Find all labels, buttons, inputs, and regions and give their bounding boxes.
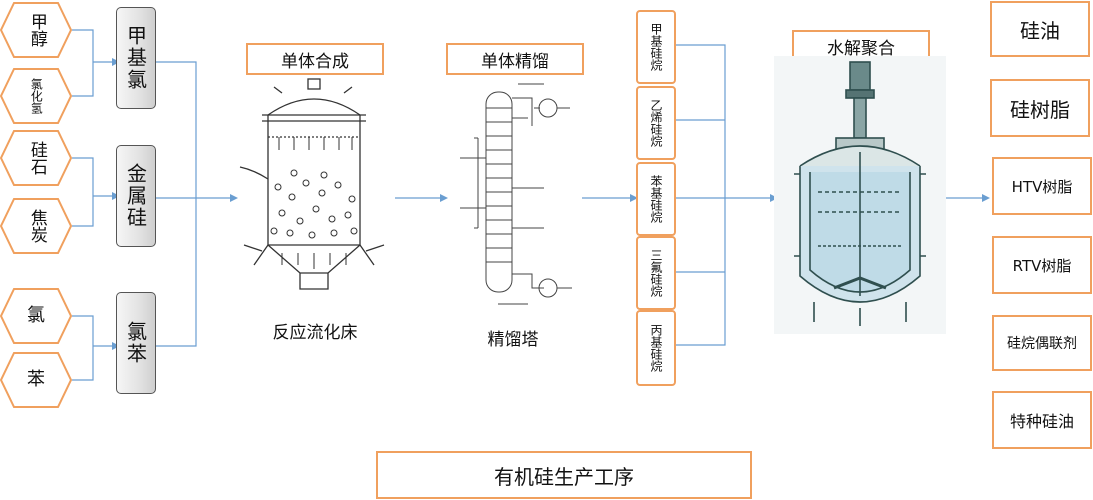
- product-htv-resin: HTV树脂: [992, 157, 1092, 215]
- intermediate-chlorobenzene: 氯苯: [116, 292, 156, 394]
- raw-material-label: 氯化氢: [29, 78, 44, 114]
- monomer-label: 三氟硅烷: [649, 249, 663, 297]
- monomer-vinyl-silane: 乙烯硅烷: [636, 86, 676, 160]
- product-label: 硅烷偶联剂: [1007, 336, 1077, 352]
- stage-title-synthesis: 单体合成: [246, 43, 384, 75]
- footer-title: 有机硅生产工序: [376, 451, 752, 499]
- product-label: 硅树脂: [1010, 97, 1070, 122]
- raw-material-chlorine: 氯: [0, 288, 72, 344]
- product-special-silicone-oil: 特种硅油: [992, 391, 1092, 449]
- reactor-caption: 反应流化床: [272, 323, 358, 343]
- product-label: RTV树脂: [1012, 256, 1072, 275]
- distillation-column-drawing: [460, 83, 572, 305]
- monomer-label: 丙基硅烷: [649, 324, 663, 372]
- raw-material-hydrogen-chloride: 氯化氢: [0, 68, 72, 124]
- intermediate-label: 金属硅: [123, 163, 148, 229]
- raw-material-coke: 焦炭: [0, 198, 72, 254]
- monomer-propyl-silane: 丙基硅烷: [636, 310, 676, 386]
- raw-material-benzene: 苯: [0, 352, 72, 408]
- intermediate-label: 甲基氯: [123, 25, 148, 91]
- monomer-methyl-silane: 甲基硅烷: [636, 10, 676, 84]
- raw-material-methanol: 甲醇: [0, 2, 72, 58]
- product-label: HTV树脂: [1011, 177, 1073, 196]
- stage-title-text: 单体合成: [281, 51, 349, 72]
- product-silane-coupling-agent: 硅烷偶联剂: [992, 315, 1092, 371]
- product-label: 特种硅油: [1009, 412, 1074, 431]
- stage-title-text: 单体精馏: [481, 51, 549, 72]
- monomer-phenyl-silane: 苯基硅烷: [636, 162, 676, 236]
- footer-title-text: 有机硅生产工序: [494, 464, 634, 489]
- monomer-label: 苯基硅烷: [649, 175, 663, 223]
- intermediate-metal-silicon: 金属硅: [116, 145, 156, 247]
- raw-material-silica: 硅石: [0, 130, 72, 186]
- monomer-label: 甲基硅烷: [649, 23, 663, 71]
- fluidized-bed-reactor-drawing: [239, 78, 385, 290]
- raw-material-label: 苯: [27, 368, 45, 390]
- product-rtv-resin: RTV树脂: [992, 236, 1092, 294]
- product-label: 硅油: [1020, 18, 1060, 43]
- raw-material-label: 甲醇: [26, 13, 47, 47]
- product-silicone-oil: 硅油: [990, 1, 1090, 57]
- column-caption: 精馏塔: [487, 330, 539, 350]
- raw-material-label: 焦炭: [26, 209, 47, 243]
- raw-material-label: 氯: [27, 304, 45, 326]
- raw-material-label: 硅石: [26, 141, 47, 175]
- intermediate-methyl-chloride: 甲基氯: [116, 7, 156, 109]
- product-silicone-resin: 硅树脂: [990, 79, 1090, 137]
- intermediate-label: 氯苯: [123, 321, 148, 365]
- hydrolysis-reactor-drawing: [774, 56, 946, 334]
- stage-title-text: 水解聚合: [827, 38, 895, 59]
- monomer-label: 乙烯硅烷: [649, 99, 663, 147]
- monomer-trifluoro-silane: 三氟硅烷: [636, 236, 676, 310]
- stage-title-distillation: 单体精馏: [446, 43, 584, 75]
